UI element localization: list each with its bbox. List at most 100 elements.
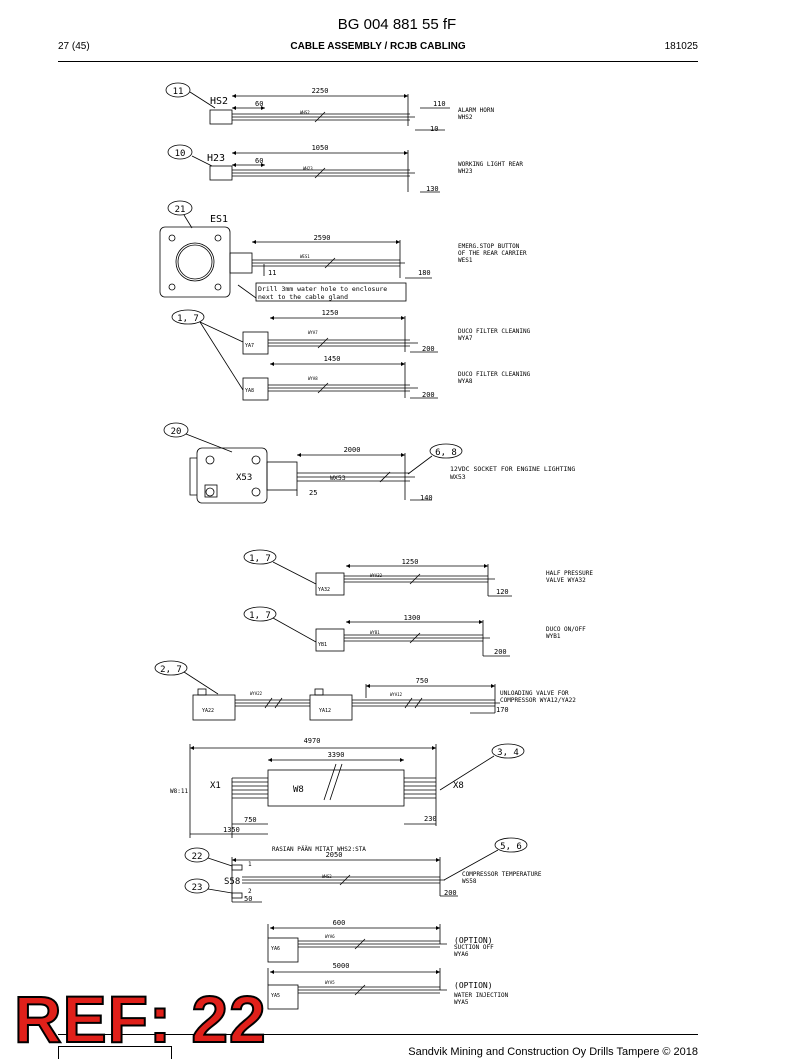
length-label: 2590 — [314, 234, 331, 242]
drill-note: next to the cable gland — [258, 293, 348, 301]
ref-bubble: 5, 6 — [500, 842, 522, 852]
description-line: ALARM HORN — [458, 107, 495, 114]
length-label: 2000 — [344, 446, 361, 454]
cable-x53 — [163, 422, 463, 504]
length-label: 5000 — [333, 962, 350, 970]
dim-label: 230 — [424, 815, 437, 823]
description-line: EMERG.STOP BUTTON — [458, 243, 520, 250]
page-title: CABLE ASSEMBLY / RCJB CABLING — [290, 41, 466, 52]
component-label: X1 — [210, 781, 221, 791]
ref-bubble: 22 — [192, 852, 203, 862]
cable-w8 — [189, 743, 525, 838]
cable-ya7-ya8 — [171, 309, 438, 401]
description-line: VALVE WYA32 — [546, 577, 586, 584]
cable-s58 — [184, 837, 528, 903]
component-label: H23 — [207, 153, 225, 164]
wire-label: WYA22 — [250, 691, 263, 696]
pin-label: 1 — [248, 861, 252, 868]
cable-ya32 — [243, 549, 512, 597]
ref-bubble: 2, 7 — [160, 665, 182, 675]
cable-ya22-ya12 — [154, 660, 500, 721]
description-line: WX53 — [450, 473, 466, 481]
description-line: DUCO FILTER CLEANING — [458, 371, 531, 378]
dimension-note: RASIAN PÄÄN MITAT WHS2:STA — [272, 846, 366, 853]
description-line: COMPRESSOR TEMPERATURE — [462, 871, 542, 878]
length-label: 4970 — [304, 737, 321, 745]
dim-label: 120 — [496, 588, 509, 596]
component-label: YA7 — [245, 343, 254, 349]
component-label: YA8 — [245, 388, 254, 394]
description-line: SUCTION OFF — [454, 944, 494, 951]
dim-label: 180 — [418, 269, 431, 277]
description-line: WORKING LIGHT REAR — [458, 161, 523, 168]
dim-label: 25 — [309, 489, 317, 497]
length-label: 2250 — [312, 87, 329, 95]
component-label: YB1 — [318, 642, 327, 648]
cable-end-label: W8:11 — [170, 788, 188, 795]
description-line: WATER INJECTION — [454, 992, 509, 999]
dim-label: 50 — [244, 895, 252, 903]
drill-note: Drill 3mm water hole to enclosure — [258, 285, 387, 293]
dim-label: 10 — [430, 125, 438, 133]
footer-copyright: Sandvik Mining and Construction Oy Drill… — [408, 1046, 698, 1058]
pin-label: 2 — [248, 888, 252, 895]
dim-label: 130 — [426, 185, 439, 193]
component-label: YA12 — [319, 708, 331, 714]
date-code: 181025 — [664, 41, 698, 52]
description-line: WYA7 — [458, 335, 473, 342]
component-label: YA22 — [202, 708, 214, 714]
ref-bubble: 3, 4 — [497, 748, 519, 758]
option-label: (OPTION) — [454, 981, 493, 990]
description-line: WYA8 — [458, 378, 473, 385]
component-label: YA6 — [271, 946, 280, 952]
ref-stamp: REF: 22 — [13, 982, 267, 1056]
description-line: WS58 — [462, 878, 477, 885]
component-label: X53 — [236, 473, 252, 483]
description-line: DUCO FILTER CLEANING — [458, 328, 531, 335]
wire-label: WX53 — [330, 474, 346, 482]
length-label: 1450 — [324, 355, 341, 363]
length-label: 3390 — [328, 751, 345, 759]
ref-bubble: 1, 7 — [177, 314, 199, 324]
dim-label: 60 — [255, 100, 263, 108]
description-line: 12VDC SOCKET FOR ENGINE LIGHTING — [450, 465, 575, 473]
length-label: 1250 — [402, 558, 419, 566]
length-label: 2050 — [326, 851, 343, 859]
component-label: HS2 — [210, 96, 228, 107]
dim-label: 200 — [422, 345, 435, 353]
component-label: X8 — [453, 781, 464, 791]
dim-label: 200 — [444, 889, 457, 897]
wire-label: WYA5 — [325, 980, 335, 985]
ref-bubble: 10 — [175, 149, 186, 159]
description-line: WYA5 — [454, 999, 469, 1006]
length-label: 1050 — [312, 144, 329, 152]
wire-label: WHS2 — [300, 110, 310, 115]
wire-label: WYA7 — [308, 330, 318, 335]
dim-label: 200 — [494, 648, 507, 656]
dim-label: 11 — [268, 269, 276, 277]
description-line: HALF PRESSURE — [546, 570, 593, 577]
description-line: OF THE REAR CARRIER — [458, 250, 527, 257]
description-line: WYB1 — [546, 633, 561, 640]
wire-label: WH23 — [303, 166, 313, 171]
dim-label: 1350 — [223, 826, 240, 834]
cable-hs2 — [165, 82, 450, 131]
length-label: 750 — [416, 677, 429, 685]
footer-rule — [58, 1034, 698, 1035]
wire-label: WES1 — [300, 254, 310, 259]
ref-bubble: 1, 7 — [249, 611, 271, 621]
ref-bubble: 1, 7 — [249, 554, 271, 564]
description-line: WES1 — [458, 257, 473, 264]
component-label: S58 — [224, 877, 240, 887]
wire-label: WYA12 — [390, 692, 403, 697]
component-label: YA32 — [318, 587, 330, 593]
description-line: WYA6 — [454, 951, 469, 958]
cable-h23 — [167, 144, 440, 193]
description-line: WHS2 — [458, 114, 473, 121]
cable-ya6 — [267, 924, 447, 963]
wire-label: WYA8 — [308, 376, 318, 381]
description-line: COMPRESSOR WYA12/YA22 — [500, 697, 576, 704]
ref-bubble: 20 — [171, 427, 182, 437]
component-label: ES1 — [210, 214, 228, 225]
